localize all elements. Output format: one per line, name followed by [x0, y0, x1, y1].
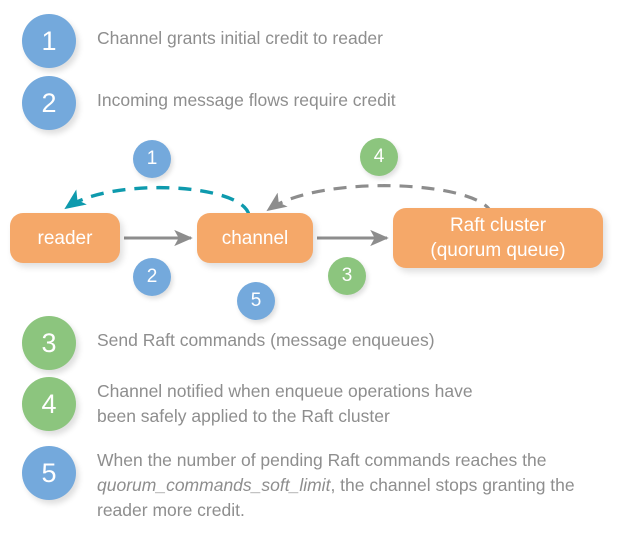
legend-item-2: 2 Incoming message flows require credit [22, 76, 396, 130]
legend-badge-5: 5 [22, 446, 76, 500]
legend-badge-4: 4 [22, 377, 76, 431]
diagram-badge-1: 1 [133, 140, 171, 178]
edge-raft-to-channel [266, 184, 494, 216]
diagram-badge-2: 2 [133, 258, 171, 296]
legend-item-3: 3 Send Raft commands (message enqueues) [22, 316, 435, 370]
legend-badge-3: 3 [22, 316, 76, 370]
legend-label-5-config-key: quorum_commands_soft_limit [97, 475, 331, 495]
node-channel[interactable]: channel [197, 213, 313, 263]
node-raft-cluster[interactable]: Raft cluster (quorum queue) [393, 208, 603, 268]
legend-item-1: 1 Channel grants initial credit to reade… [22, 14, 383, 68]
legend-label-1: Channel grants initial credit to reader [97, 28, 383, 48]
legend-label-5: When the number of pending Raft commands… [97, 446, 622, 523]
edge-channel-to-reader [64, 185, 251, 216]
legend-label-5-part2: , the channel stops granting the reader … [97, 475, 580, 520]
diagram-badge-3: 3 [328, 257, 366, 295]
legend-label-5-part1: When the number of pending Raft commands… [97, 450, 552, 470]
diagram-badge-5: 5 [237, 282, 275, 320]
legend-label-4: Channel notified when enqueue operations… [97, 381, 473, 426]
legend-badge-1: 1 [22, 14, 76, 68]
legend-label-2: Incoming message flows require credit [97, 90, 396, 110]
legend-label-3: Send Raft commands (message enqueues) [97, 330, 435, 350]
diagram-badge-4: 4 [360, 138, 398, 176]
legend-item-4: 4 Channel notified when enqueue operatio… [22, 377, 473, 431]
node-reader[interactable]: reader [10, 213, 120, 263]
diagram-arrows [64, 184, 494, 247]
credit-flow-diagram: reader channel Raft cluster (quorum queu… [0, 125, 625, 325]
legend-item-5: 5 When the number of pending Raft comman… [22, 446, 622, 523]
legend-badge-2: 2 [22, 76, 76, 130]
